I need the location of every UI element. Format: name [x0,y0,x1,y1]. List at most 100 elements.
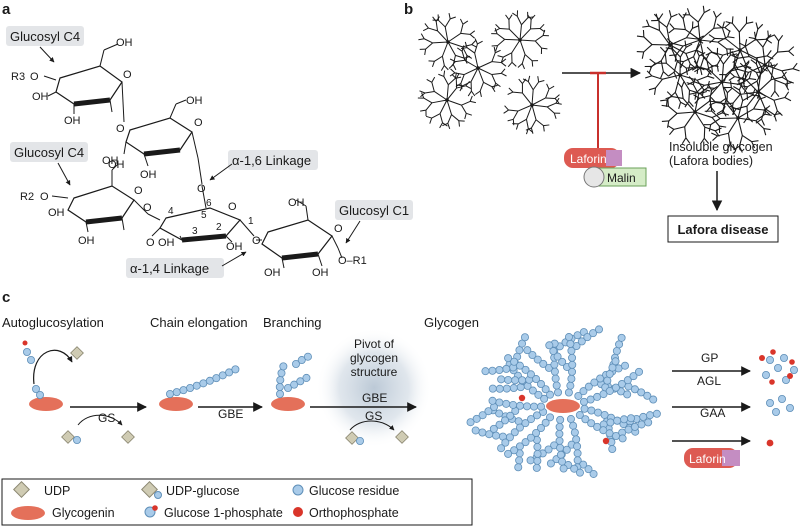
glycogen-branch [755,120,765,129]
glucose-residue [515,456,524,465]
glycogen-branch [733,57,736,69]
callout-alpha14: α-1,4 Linkage [130,261,209,276]
glucose-residue [566,339,575,348]
glycogen-branch [715,12,722,18]
glycogen-branch [759,91,766,97]
glycogen-branch [674,28,686,31]
glycogen-core [720,80,724,84]
legend-glucose-1-phosphate: Glucose 1-phosphate [164,506,283,520]
glycogen-branch [724,27,731,33]
glycogen-branch [521,54,526,64]
glycogen-branch [716,64,719,72]
glycogen-branch [646,70,653,77]
glycogen-branch [738,135,743,147]
glucose-residue [611,357,620,366]
glycogen-branch [422,27,429,32]
glycogen-branch [431,99,448,104]
glycogen-branch [666,120,670,128]
legend-orthophosphate-icon [293,507,303,517]
legend-g1p-glucose [144,506,156,518]
glucose-residue [766,398,775,407]
glycogen-branch [438,19,446,28]
glycogen-branch [474,43,478,54]
glycogen-branch [479,91,482,97]
glycogen-branch [666,27,671,46]
glycogen-branch [655,13,659,21]
panel-c: c Autoglucosylation Chain elongation Bra… [1,289,799,526]
glycogen-branch [501,62,507,67]
glucose-residue [564,333,573,342]
glucose-residue [279,362,288,371]
atom-number-1: 1 [248,216,254,227]
legend-udp-icon [13,481,30,498]
pivot-line-1: Pivot of [354,337,395,351]
malin-protein [583,166,605,188]
glycogen-branch [737,117,743,136]
glycogen-branch [726,102,734,105]
glycogen-branch [715,127,722,132]
glucose-residue [569,421,578,430]
glycogen-branch [755,113,766,122]
glycogen-branch [773,100,778,112]
glycogen-branch [699,68,703,76]
glycogen-branch [739,62,746,69]
glycogen-branch [737,117,756,122]
glycogen-branch [491,86,496,92]
glycogen-core [445,98,449,102]
glycogen-branch [642,25,650,28]
glycogen-branch [764,64,783,72]
callout-arrow [345,220,361,244]
glycogen-branch [661,104,669,107]
glycogen-branch [432,16,437,22]
glycogen-branch [491,72,502,76]
glycogen-branch [527,128,534,133]
glycogen-branch [497,39,506,47]
glucose-residue [555,429,564,438]
glycogen-branch [716,54,724,66]
glycogen-branch [738,42,746,47]
glycogen-branch [546,102,557,108]
glucose-residue [630,422,639,431]
glucose-residue [526,433,535,442]
glycogen-branch [470,90,476,97]
glucose-residue [579,387,588,396]
glycogen-branch [774,34,780,42]
udp-diamond [70,346,84,360]
glycogen-branch [534,35,544,42]
glycogen-branch [455,73,460,79]
glycogen-branch [531,60,534,67]
glucose-ring-right [256,199,343,269]
glucose-residue [533,442,542,451]
glycogen-branch [697,66,710,71]
glycogen-branch [469,95,473,102]
glycogen-branch [686,8,691,16]
glucose-residue [472,414,481,423]
glycogen-branch [531,104,548,108]
glucose-residue [509,400,518,409]
glycogen-branch [708,90,713,102]
glycogen-branch [543,124,550,127]
phosphate [602,437,610,445]
gs-curve [77,414,123,426]
glycogen-branch [512,12,518,17]
glycogen-branch [460,32,471,35]
glycogen-branch [705,58,710,70]
glycogen-branch [553,113,557,119]
glycogen-branch [535,119,544,127]
glycogen-branch [501,72,507,77]
glycogen-branch [668,71,675,77]
glycogen-branch [737,68,749,73]
glycogen-branch [460,104,467,114]
glycogen-branch [677,111,696,114]
atom-number-5: 5 [201,210,207,221]
glucose-residue [584,465,593,474]
glycogen-branch [731,16,734,24]
glycogen-core [476,66,480,70]
glycogen-branch [495,49,501,54]
glucose-residue [302,373,311,382]
glycogen-branch [667,125,675,130]
legend-box [1,478,473,526]
glycogen-branch [531,97,546,106]
insoluble-label-2: (Lafora bodies) [669,154,753,168]
